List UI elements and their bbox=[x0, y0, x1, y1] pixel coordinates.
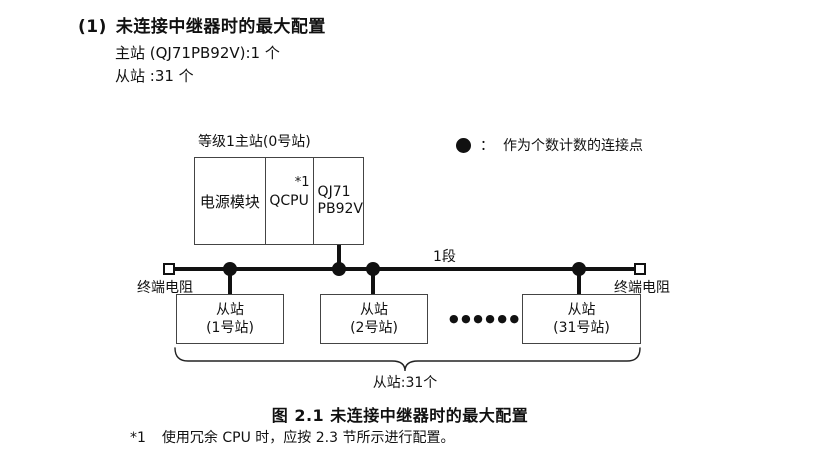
master-drop-line bbox=[337, 245, 341, 268]
slave-station-2-box: 从站 (2号站) bbox=[320, 294, 428, 344]
ellipsis-dots: ●●●●●● bbox=[449, 312, 522, 325]
terminator-right-label: 终端电阻 bbox=[614, 280, 670, 296]
terminator-right-icon bbox=[634, 263, 646, 275]
bus-line bbox=[169, 267, 646, 271]
slave-name: 从站 bbox=[567, 301, 596, 318]
qcpu-label: QCPU bbox=[269, 193, 309, 209]
section-number: (1) bbox=[78, 17, 107, 37]
terminator-left-icon bbox=[163, 263, 175, 275]
legend: ： 作为个数计数的连接点 bbox=[456, 135, 643, 155]
section-heading: (1) 未连接中继器时的最大配置 bbox=[78, 12, 326, 37]
master-station-box: 电源模块 QCPU *1 QJ71 PB92V bbox=[194, 157, 364, 245]
connection-point-icon bbox=[456, 137, 471, 153]
slave-name: 从站 bbox=[216, 301, 244, 318]
connection-dot bbox=[332, 262, 346, 276]
slave2-drop-line bbox=[371, 270, 375, 295]
connection-dot bbox=[223, 262, 237, 276]
brace-label: 从站:31个 bbox=[372, 375, 438, 391]
footnote-marker: *1 bbox=[130, 430, 146, 446]
qj71-line2: PB92V bbox=[317, 201, 363, 217]
slave-count-line: 从站 :31 个 bbox=[115, 67, 194, 85]
legend-separator: ： bbox=[480, 138, 494, 154]
qcpu-footnote-ref: *1 bbox=[294, 175, 310, 190]
qcpu-cell: QCPU *1 bbox=[266, 158, 314, 244]
footnote-text: 使用冗余 CPU 时，应按 2.3 节所示进行配置。 bbox=[161, 430, 455, 446]
figure-caption: 图 2.1 未连接中继器时的最大配置 bbox=[271, 406, 529, 425]
slave-station-31-box: 从站 (31号站) bbox=[522, 294, 641, 344]
power-module-cell: 电源模块 bbox=[195, 158, 266, 244]
slave-station-1-box: 从站 (1号站) bbox=[176, 294, 284, 344]
qj71pb92v-cell: QJ71 PB92V bbox=[314, 158, 363, 244]
slave-station-number: (2号站) bbox=[350, 320, 398, 336]
slave-name: 从站 bbox=[360, 301, 388, 318]
brace-under-slaves bbox=[174, 347, 641, 372]
section-title: 未连接中继器时的最大配置 bbox=[115, 17, 326, 37]
legend-text: 作为个数计数的连接点 bbox=[503, 138, 643, 154]
master-count-line: 主站 (QJ71PB92V):1 个 bbox=[115, 44, 280, 62]
slave-station-number: (31号站) bbox=[553, 320, 610, 336]
slave1-drop-line bbox=[228, 270, 232, 295]
connection-dot bbox=[572, 262, 586, 276]
slave31-drop-line bbox=[577, 270, 581, 295]
master-station-label: 等级1主站(0号站) bbox=[198, 134, 311, 150]
segment-label: 1段 bbox=[433, 249, 456, 265]
qj71-line1: QJ71 bbox=[317, 183, 351, 200]
connection-dot bbox=[366, 262, 380, 276]
slave-station-number: (1号站) bbox=[206, 320, 254, 336]
footnote: *1 使用冗余 CPU 时，应按 2.3 节所示进行配置。 bbox=[130, 427, 454, 447]
terminator-left-label: 终端电阻 bbox=[137, 280, 193, 296]
